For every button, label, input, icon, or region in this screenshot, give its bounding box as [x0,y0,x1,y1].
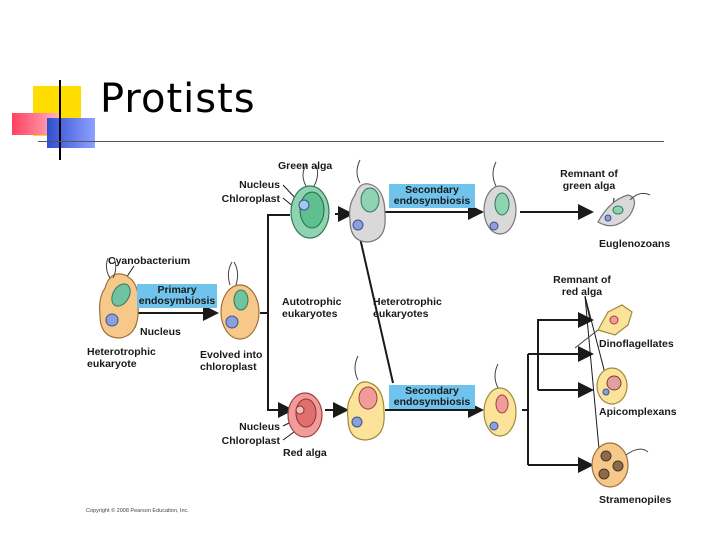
label-remnant-green: Remnant of green alga [560,168,618,192]
label-apicomplexans: Apicomplexans [599,406,677,418]
label-chloroplast-bottom: Chloroplast [221,435,280,447]
label-nucleus-left: Nucleus [140,326,181,338]
label-heterotrophic-eukaryote: Heterotrophic eukaryote [87,346,156,370]
label-heterotrophic-eukaryotes: Heterotrophic eukaryotes [373,296,442,320]
deco-blue-square [47,118,95,148]
stramenopile-cell [591,442,649,488]
evolved-cell [220,261,260,340]
label-remnant-red: Remnant of red alga [553,274,611,298]
box-secondary-endosymbiosis-bottom: Secondary endosymbiosis [389,385,475,409]
dinoflagellate-cell [574,304,633,349]
secondary-result-red [483,363,517,437]
box-primary-endosymbiosis: Primary endosymbiosis [137,284,217,308]
label-nucleus-bottom: Nucleus [239,421,280,433]
label-autotrophic-eukaryotes: Autotrophic eukaryotes [282,296,342,320]
deco-red-square [12,113,58,135]
label-red-alga: Red alga [283,447,327,459]
red-alga-cell [287,392,323,438]
label-evolved-into-chloroplast: Evolved into chloroplast [200,349,263,373]
host-cell-left [98,257,139,339]
label-stramenopiles: Stramenopiles [599,494,672,506]
page-title: Protists [100,76,256,122]
euglenozoan-cell [597,192,651,227]
secondary-result-green [483,161,517,235]
label-euglenozoans: Euglenozoans [599,238,671,250]
branch-red-lineages [522,354,529,465]
gray-host-cell [348,159,386,243]
label-dinoflagellates: Dinoflagellates [599,338,674,350]
label-cyanobacterium: Cyanobacterium [108,255,191,267]
apicomplexan-cell [596,367,628,405]
yellow-host-cell [346,355,385,441]
label-chloroplast-top: Chloroplast [221,193,280,205]
deco-horizontal-line [38,141,664,142]
deco-vertical-line [59,80,61,160]
copyright-notice: Copyright © 2008 Pearson Education, Inc. [86,508,189,514]
line-cross [359,237,394,384]
box-secondary-endosymbiosis-top: Secondary endosymbiosis [389,184,475,208]
label-nucleus-top: Nucleus [239,179,280,191]
label-green-alga: Green alga [278,160,333,172]
green-alga-cell [290,164,330,239]
